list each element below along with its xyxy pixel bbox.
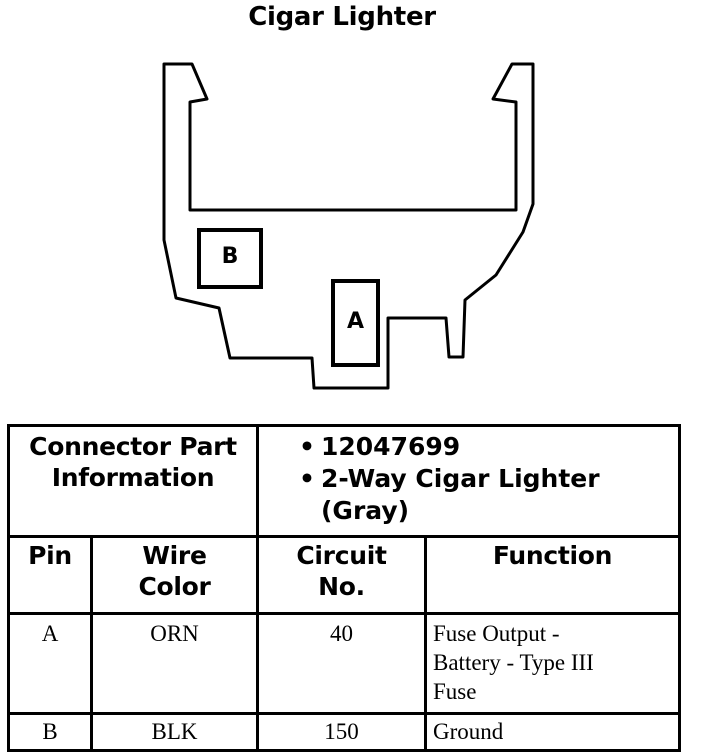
function-cell: Ground [423, 712, 682, 752]
pin-header: Pin [7, 535, 93, 615]
part-info-row: Connector Part Information • 12047699 • … [7, 424, 682, 538]
pin-header-text: Pin [28, 541, 72, 570]
part-info-label-line2: Information [51, 463, 215, 492]
function-line: Battery - Type III [433, 650, 594, 675]
circuit-header: Circuit No. [256, 535, 427, 615]
part-number: 12047699 [321, 432, 461, 461]
pin-cell: A [7, 612, 93, 715]
part-description-line1: 2-Way Cigar Lighter [321, 464, 600, 493]
table-row: B BLK 150 Ground [7, 712, 682, 752]
bullet-icon: • [299, 464, 315, 493]
wire-color-cell: BLK [90, 712, 259, 752]
pin-b-label: B [221, 244, 239, 269]
wire-color-header-line1: Wire [142, 541, 207, 570]
function-header: Function [423, 535, 682, 615]
wire-color-header-line2: Color [138, 572, 211, 601]
part-info-label-line1: Connector Part [29, 432, 237, 461]
circuit-header-line1: Circuit [296, 541, 387, 570]
part-description-line2: (Gray) [321, 496, 410, 525]
connector-outline [162, 62, 535, 390]
circuit-header-line2: No. [318, 572, 365, 601]
circuit-cell: 150 [256, 712, 427, 752]
connector-housing [162, 62, 535, 390]
pin-cell: B [7, 712, 93, 752]
wire-color-header: Wire Color [90, 535, 259, 615]
function-line: Fuse Output - [433, 621, 560, 646]
diagram-title: Cigar Lighter [248, 2, 436, 32]
function-line: Fuse [433, 679, 477, 704]
function-cell: Fuse Output - Battery - Type III Fuse [423, 612, 682, 715]
table-row: A ORN 40 Fuse Output - Battery - Type II… [7, 612, 682, 715]
pin-b-cavity [197, 228, 263, 289]
circuit-cell: 40 [256, 612, 427, 715]
part-info-value-cell: • 12047699 • 2-Way Cigar Lighter (Gray) [255, 424, 682, 538]
pin-a-label: A [346, 309, 365, 334]
function-header-text: Function [492, 541, 613, 570]
part-number-item: • 12047699 [299, 431, 678, 463]
bullet-icon: • [299, 432, 315, 461]
part-description-item: • 2-Way Cigar Lighter (Gray) [299, 463, 678, 527]
part-info-label-cell: Connector Part Information [7, 424, 259, 538]
connector-info-table: Connector Part Information • 12047699 • … [7, 424, 682, 752]
wire-color-cell: ORN [90, 612, 259, 715]
pin-a-cavity [331, 279, 380, 367]
column-header-row: Pin Wire Color Circuit No. Function [7, 535, 682, 615]
